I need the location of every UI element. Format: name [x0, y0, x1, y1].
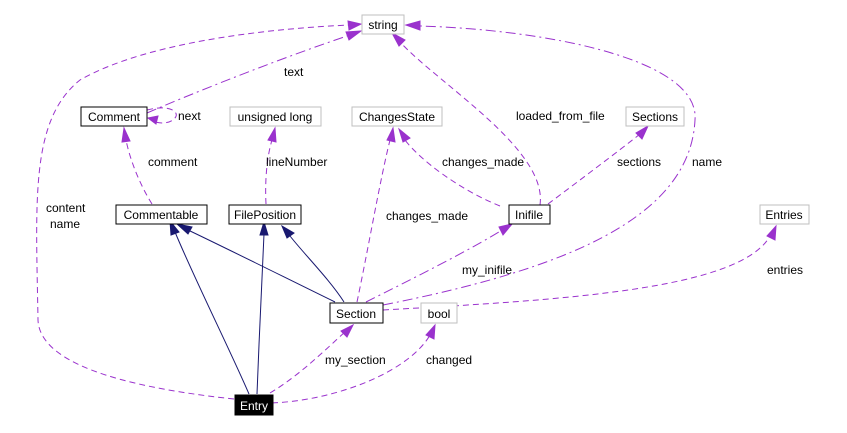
label-text: text [284, 65, 304, 79]
node-bool[interactable]: bool [420, 302, 458, 324]
arrowhead-comment-string [345, 30, 363, 41]
node-inifile-label: Inifile [515, 208, 543, 222]
node-section[interactable]: Section [329, 302, 384, 324]
label-changed: changed [426, 353, 472, 367]
node-entry[interactable]: Entry [234, 394, 274, 416]
node-commentable-label: Commentable [124, 208, 199, 222]
node-string[interactable]: string [361, 14, 405, 35]
node-section-label: Section [336, 307, 376, 321]
node-file-position[interactable]: FilePosition [228, 204, 302, 225]
edge-section-commentable [187, 229, 336, 303]
edge-entry-string [36, 24, 351, 400]
node-comment-label: Comment [88, 110, 141, 124]
arrowhead-section-fileposition [280, 224, 295, 239]
arrowhead-commentable-comment [121, 126, 131, 143]
label-entries: entries [767, 263, 803, 277]
edge-commentable-comment [125, 139, 153, 205]
node-file-position-label: FilePosition [234, 208, 296, 222]
node-sections[interactable]: Sections [625, 106, 685, 127]
arrowhead-entry-section [340, 323, 355, 338]
node-bool-label: bool [428, 307, 451, 321]
edge-section-entries [382, 235, 771, 311]
label-name-section: name [692, 155, 722, 169]
edge-comment-string-text [146, 34, 351, 114]
edge-section-inifile [365, 229, 503, 303]
arrowhead-inifile-string [390, 31, 406, 47]
arrowhead-inifile-changesstate [398, 127, 411, 143]
arrowhead-section-inifile [498, 223, 514, 236]
node-entries[interactable]: Entries [759, 204, 810, 225]
label-content: content [46, 201, 86, 215]
label-next: next [178, 109, 201, 123]
label-line-number: lineNumber [266, 155, 327, 169]
arrowhead-entry-fileposition [259, 220, 269, 236]
edge-entry-commentable [174, 231, 250, 395]
arrowhead-section-commentable [175, 223, 193, 235]
label-changes-made-section: changes_made [386, 209, 468, 223]
arrowhead-comment-self [146, 115, 159, 125]
edge-entry-bool [271, 334, 431, 404]
label-name-entry: name [50, 217, 80, 231]
label-comment: comment [148, 155, 198, 169]
arrowhead-section-entries [766, 224, 777, 241]
edge-inifile-string [399, 41, 541, 206]
label-my-section: my_section [325, 353, 386, 367]
node-inifile[interactable]: Inifile [508, 204, 551, 225]
label-changes-made-inifile: changes_made [442, 155, 524, 169]
arrowhead-entry-bool [425, 323, 436, 340]
inheritance-edges [169, 219, 345, 395]
label-loaded-from-file: loaded_from_file [516, 109, 605, 123]
arrowhead-section-changesstate [386, 126, 396, 143]
node-unsigned-long-label: unsigned long [238, 110, 313, 124]
arrowhead-fileposition-unsignedlong [267, 126, 277, 143]
edge-entry-fileposition [256, 233, 265, 395]
node-changes-state-label: ChangesState [359, 110, 435, 124]
edge-comment-self-next [146, 107, 177, 124]
edge-inifile-sections [547, 133, 641, 205]
node-commentable[interactable]: Commentable [115, 204, 208, 225]
arrowhead-inifile-sections [635, 124, 650, 140]
edge-inifile-changesstate [404, 139, 501, 207]
edge-section-fileposition [289, 235, 345, 303]
edge-labels: text next loaded_from_file comment lineN… [46, 65, 803, 367]
arrowhead-entry-string [347, 20, 363, 31]
node-entries-label: Entries [765, 208, 802, 222]
node-changes-state[interactable]: ChangesState [351, 106, 443, 127]
label-my-inifile: my_inifile [462, 263, 512, 277]
node-sections-label: Sections [632, 110, 678, 124]
node-string-label: string [368, 18, 397, 32]
edge-section-string-name [382, 25, 696, 306]
node-entry-label: Entry [240, 399, 268, 413]
node-unsigned-long[interactable]: unsigned long [229, 106, 322, 127]
edge-fileposition-unsignedlong [265, 139, 273, 205]
edge-entry-section [269, 331, 346, 394]
arrowhead-section-string [404, 20, 421, 31]
label-sections: sections [617, 155, 661, 169]
node-comment[interactable]: Comment [80, 106, 148, 127]
